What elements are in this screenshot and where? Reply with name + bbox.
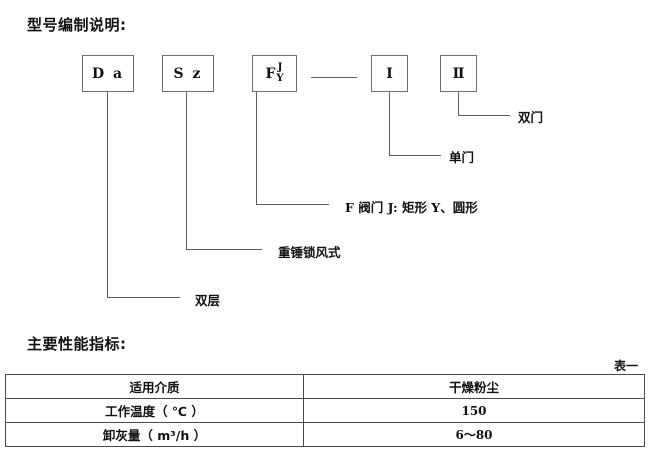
code-box-sz: S z — [162, 55, 214, 92]
leader-vertical-danmen — [389, 92, 390, 156]
page-title-performance: 主要性能指标: — [27, 335, 127, 353]
annotation-shuangceng: 双层 — [195, 293, 221, 308]
performance-table: 适用介质 干燥粉尘 工作温度（ ℃ ） 150 卸灰量（ m³/h ） 6～80 — [5, 374, 645, 447]
leader-vertical-zhongchui — [186, 92, 187, 250]
table-row: 工作温度（ ℃ ） 150 — [5, 398, 645, 423]
annotation-shuangmen: 双门 — [518, 110, 544, 125]
code-box-da-label: D a — [91, 65, 125, 82]
table-row: 卸灰量（ m³/h ） 6～80 — [5, 422, 645, 447]
leader-vertical-famen — [256, 92, 257, 205]
page-title-model-code: 型号编制说明: — [27, 16, 127, 34]
annotation-zhongchui: 重锤锁风式 — [278, 245, 341, 260]
code-box-roman-two-label: Ⅱ — [452, 65, 465, 82]
code-box-f-numerator: J — [277, 62, 283, 73]
leader-horizontal-famen — [256, 204, 329, 205]
table-cell-value: 150 — [303, 398, 645, 423]
leader-horizontal-shuangceng — [107, 297, 180, 298]
connector-dash-f-to-one — [311, 77, 357, 78]
code-box-roman-one: Ⅰ — [371, 55, 408, 92]
table-cell-label: 卸灰量（ m³/h ） — [5, 422, 304, 447]
code-box-roman-one-label: Ⅰ — [386, 65, 393, 82]
leader-vertical-shuangceng — [107, 92, 108, 298]
table-cell-value: 干燥粉尘 — [303, 374, 645, 399]
leader-horizontal-zhongchui — [186, 249, 262, 250]
annotation-danmen: 单门 — [449, 150, 475, 165]
code-box-f-fraction: J Y — [276, 63, 283, 84]
table-row: 适用介质 干燥粉尘 — [5, 374, 645, 399]
table-cell-value: 6～80 — [303, 422, 645, 447]
code-box-f-label: F — [265, 65, 276, 82]
code-box-da: D a — [82, 55, 134, 92]
table-cell-label: 适用介质 — [5, 374, 304, 399]
table-cell-label: 工作温度（ ℃ ） — [5, 398, 304, 423]
code-box-sz-label: S z — [173, 65, 203, 82]
code-box-f-denominator: Y — [276, 73, 284, 84]
code-box-roman-two: Ⅱ — [440, 55, 477, 92]
leader-horizontal-shuangmen — [458, 115, 510, 116]
annotation-famen: F 阀门 J: 矩形 Y、圆形 — [345, 200, 478, 215]
table-caption: 表一 — [613, 359, 638, 373]
leader-horizontal-danmen — [389, 155, 441, 156]
code-box-f: F J Y — [252, 55, 297, 92]
leader-vertical-shuangmen — [458, 92, 459, 116]
